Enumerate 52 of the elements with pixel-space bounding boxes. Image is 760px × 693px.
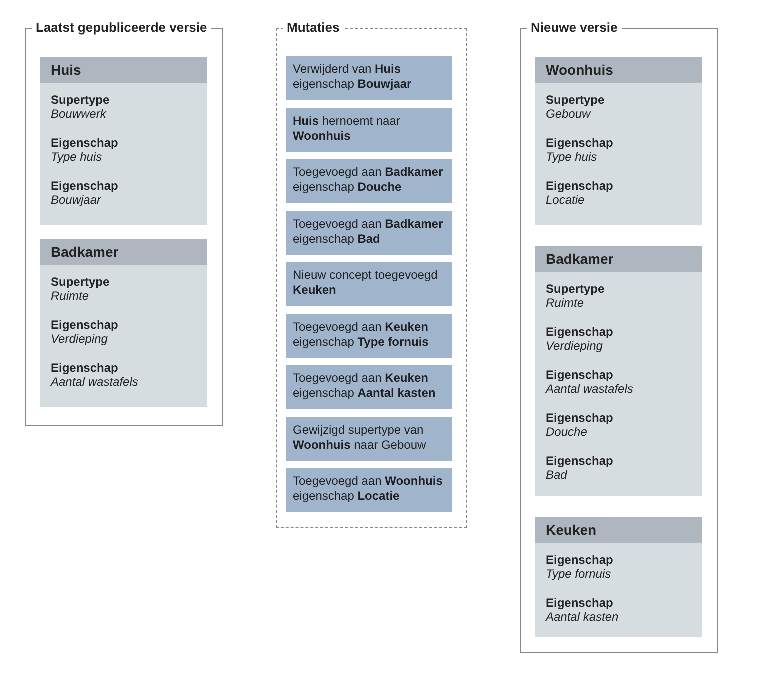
mutation-box: Verwijderd van Huis eigenschap Bouwjaar: [286, 56, 452, 100]
property-label: Eigenschap: [51, 318, 118, 332]
property-value: Douche: [546, 425, 588, 439]
property-value: Locatie: [546, 193, 585, 207]
property-value: Verdieping: [51, 332, 108, 346]
card-header: Huis: [40, 57, 207, 83]
property-value: Ruimte: [51, 289, 90, 303]
property-label: Eigenschap: [546, 179, 614, 193]
mutation-box: Toegevoegd aan Badkamer eigenschap Douche: [286, 159, 452, 203]
property-label: Eigenschap: [546, 136, 614, 150]
panel-title: Laatst gepubliceerde versie: [32, 20, 212, 36]
concept-card: [40, 239, 207, 407]
property-label: Supertype: [51, 275, 110, 289]
property-label: Supertype: [546, 282, 605, 296]
property-value: Bouwwerk: [51, 107, 106, 121]
mutation-box: Toegevoegd aan Woonhuis eigenschap Locatie: [286, 468, 452, 512]
property-value: Type huis: [51, 150, 102, 164]
mutation-box: Toegevoegd aan Badkamer eigenschap Bad: [286, 210, 452, 254]
property-label: Eigenschap: [51, 361, 118, 375]
concept-card: [40, 57, 207, 225]
mutation-box: Toegevoegd aan Keuken eigenschap Aantal kasten: [286, 365, 452, 409]
property-value: Type fornuis: [546, 567, 612, 581]
mutation-box: Toegevoegd aan Keuken eigenschap Type fornuis: [286, 314, 452, 358]
card-header: Keuken: [535, 517, 702, 543]
property-label: Supertype: [51, 93, 110, 107]
card-header: Woonhuis: [535, 57, 702, 83]
property-label: Eigenschap: [546, 368, 614, 382]
property-label: Eigenschap: [51, 179, 118, 193]
property-label: Eigenschap: [546, 553, 614, 567]
property-label: Eigenschap: [546, 411, 614, 425]
property-label: Eigenschap: [546, 596, 614, 610]
card-header: Badkamer: [535, 246, 702, 272]
property-label: Supertype: [546, 93, 605, 107]
property-label: Eigenschap: [546, 454, 614, 468]
property-value: Ruimte: [546, 296, 584, 310]
property-value: Bad: [546, 468, 568, 482]
concept-card: [535, 517, 702, 637]
property-value: Aantal wastafels: [51, 375, 138, 389]
property-label: Eigenschap: [51, 136, 118, 150]
concept-card: [535, 246, 702, 496]
property-value: Aantal kasten: [546, 610, 619, 624]
property-value: Aantal wastafels: [546, 382, 634, 396]
property-value: Gebouw: [546, 107, 591, 121]
card-header: Badkamer: [40, 239, 207, 265]
mutation-box: Nieuw concept toegevoegd Keuken: [286, 262, 452, 306]
property-value: Bouwjaar: [51, 193, 102, 207]
concept-card: [535, 57, 702, 225]
property-label: Eigenschap: [546, 325, 614, 339]
mutation-box: Huis hernoemt naar Woonhuis: [286, 108, 452, 152]
property-value: Verdieping: [546, 339, 603, 353]
property-value: Type huis: [546, 150, 598, 164]
mutation-box: Gewijzigd supertype van Woonhuis naar Gebouw: [286, 416, 452, 460]
